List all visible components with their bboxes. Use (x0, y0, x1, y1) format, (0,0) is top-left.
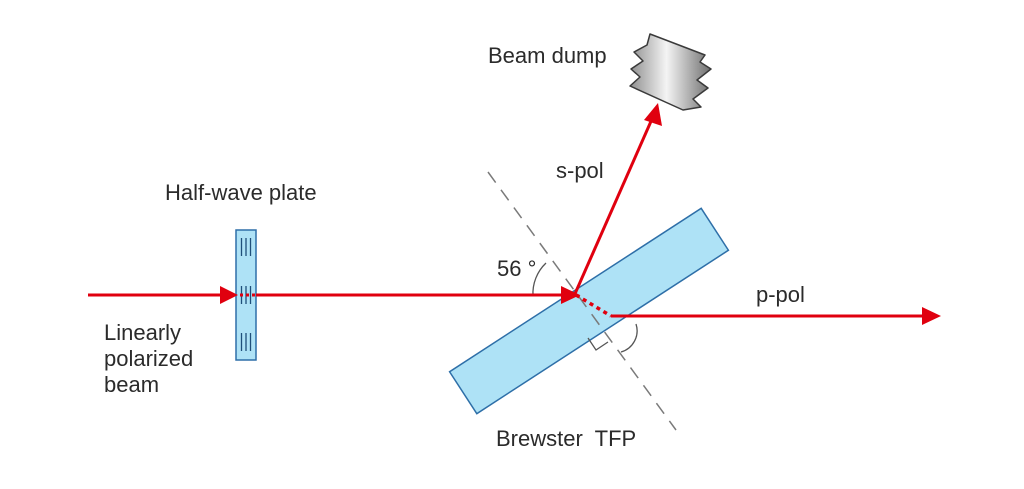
s-pol-arrowhead (644, 103, 662, 126)
input-beam-label-line2: polarized (104, 346, 193, 371)
p-pol-label: p-pol (756, 282, 805, 307)
s-pol-beam (572, 118, 654, 297)
refracted-beam-inside-tfp (575, 293, 612, 318)
incidence-angle-arc (532, 262, 547, 297)
right-angle-marker (587, 337, 609, 351)
input-beam-label-line3: beam (104, 372, 159, 397)
beam-to-tfp-arrowhead (561, 286, 580, 304)
half-wave-plate-label: Half-wave plate (165, 180, 317, 205)
half-wave-plate-hatching (240, 238, 252, 351)
input-beam-label-line1: Linearly (104, 320, 181, 345)
brewster-tfp-label: Brewster TFP (496, 426, 636, 451)
brewster-tfp-plate (448, 207, 730, 415)
beam-dump-label: Beam dump (488, 43, 607, 68)
p-pol-arrowhead (922, 307, 941, 325)
beam-dump-icon (629, 33, 712, 111)
surface-normal-line (487, 171, 677, 431)
input-beam-arrowhead (220, 286, 238, 304)
s-pol-label: s-pol (556, 158, 604, 183)
exit-angle-arc (620, 323, 638, 353)
angle-label: 56 ° (497, 256, 536, 281)
